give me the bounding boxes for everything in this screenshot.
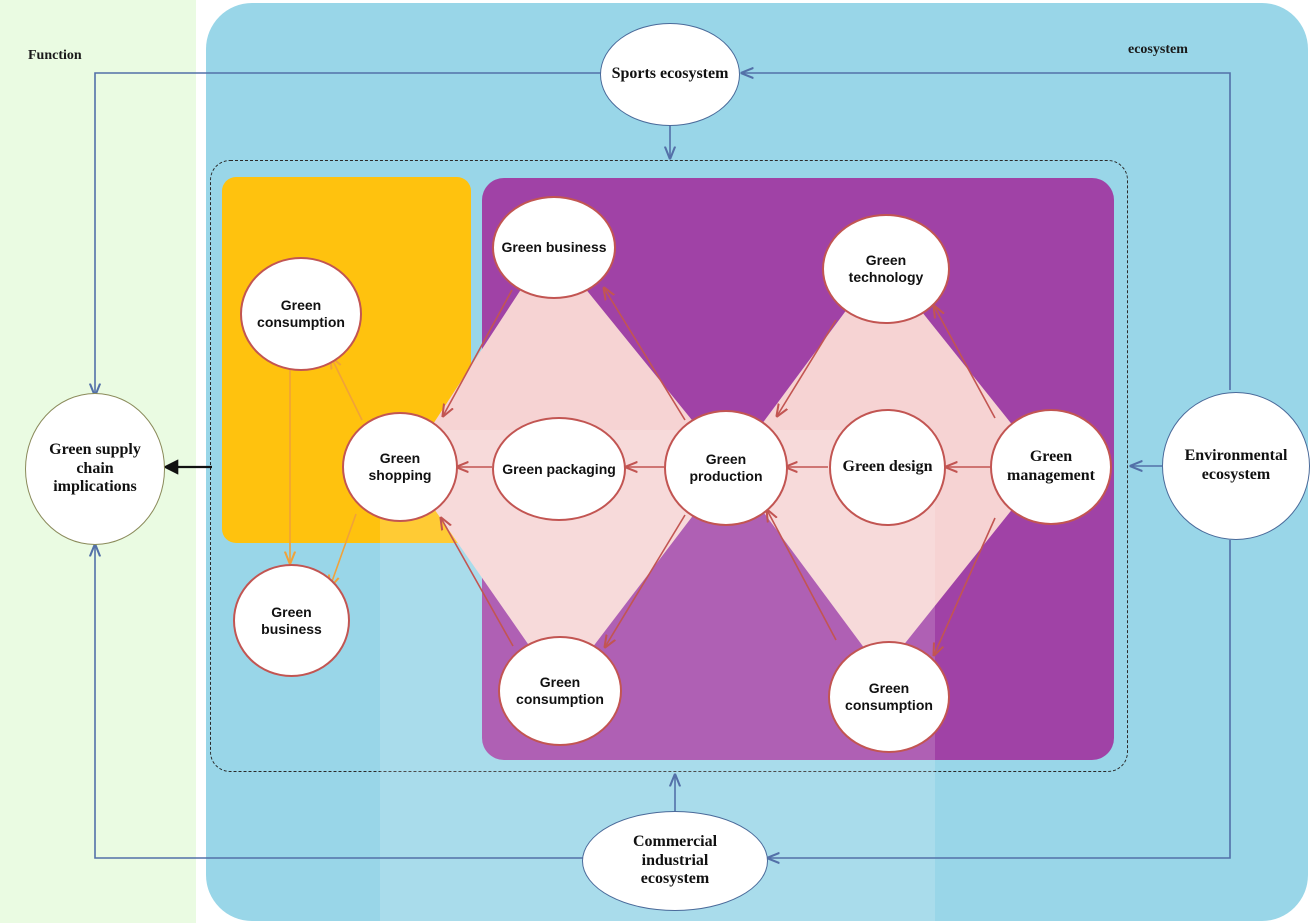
arrow-business-to-shopping [443,289,513,416]
arrow-production-to-business [604,288,686,421]
green-consumption-label-right: Green consumption [845,680,933,713]
green-packaging-label: Green packaging [502,460,616,477]
arrow-environmental-to-commercial [768,540,1231,858]
green-consumption-label-left: Green consumption [257,297,345,330]
green-production-node: Green production [664,410,788,526]
green-packaging-node: Green packaging [492,417,626,521]
arrow-technology-to-production [777,319,837,416]
green-production-label: Green production [689,451,763,484]
arrow-production-to-consumption [605,514,686,647]
green-technology-label: Green technology [848,252,924,285]
green-business-label-top: Green business [501,239,607,256]
arrow-sports-to-supply-chain [95,72,602,395]
green-management-node: Green management [990,409,1112,525]
environmental-ecosystem-label: Environmental ecosystem [1184,447,1288,483]
environmental-ecosystem-node: Environmental ecosystem [1162,392,1310,540]
arrow-consumption-to-production [767,510,837,641]
arrow-commercial-to-supply-chain [95,545,584,859]
green-shopping-label: Green shopping [368,450,432,483]
green-business-node-top: Green business [492,196,616,299]
green-design-node: Green design [829,409,946,526]
green-business-label-left: Green business [261,603,322,637]
green-consumption-node-right: Green consumption [828,641,950,753]
arrow-shopping-to-business [330,513,357,587]
arrow-shopping-to-consumption [331,357,363,421]
sports-ecosystem-label: Sports ecosystem [611,65,729,83]
arrow-consumption-to-shopping [441,518,514,647]
arrow-management-to-technology [934,306,996,419]
commercial-industrial-ecosystem-node: Commercial industrial ecosystem [582,811,768,911]
green-management-label: Green management [1007,448,1095,484]
function-label: Function [28,48,82,63]
green-consumption-node-bottom: Green consumption [498,636,622,746]
green-business-node-left: Green business [233,564,350,677]
ecosystem-label: ecosystem [1128,42,1188,57]
sports-ecosystem-node: Sports ecosystem [600,23,740,126]
arrow-environmental-to-sports [742,73,1231,390]
green-supply-chain-implications-node: Green supply chain implications [25,393,165,545]
green-consumption-label-bottom: Green consumption [516,674,604,707]
green-consumption-node-left: Green consumption [240,257,362,371]
green-supply-chain-implications-label: Green supply chain implications [49,440,141,496]
commercial-industrial-ecosystem-label: Commercial industrial ecosystem [632,832,718,888]
green-technology-node: Green technology [822,214,950,324]
arrow-management-to-consumption [934,517,996,655]
green-design-label: Green design [842,458,933,476]
green-shopping-node: Green shopping [342,412,458,522]
